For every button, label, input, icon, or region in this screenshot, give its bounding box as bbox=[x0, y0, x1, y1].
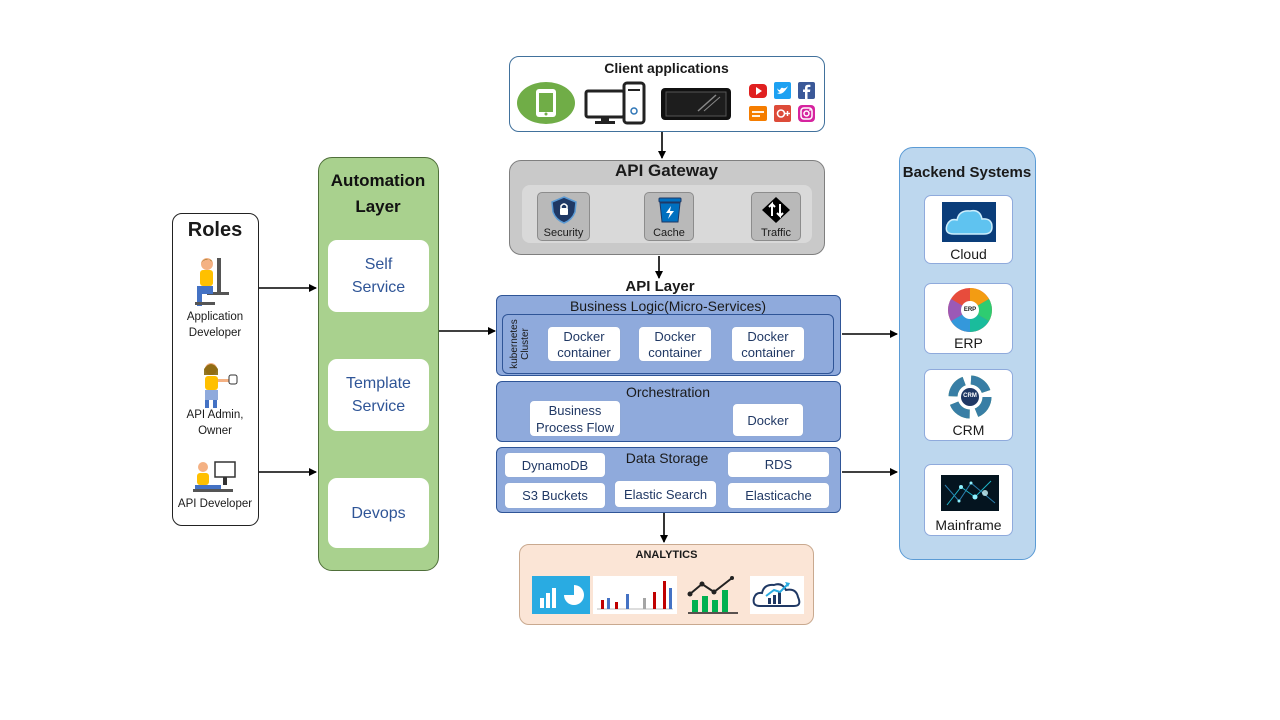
gateway-security: Security bbox=[537, 192, 590, 241]
docker-container-2-line2: container bbox=[648, 345, 702, 360]
analytics-title: ANALYTICS bbox=[635, 549, 698, 561]
api-layer-title: API Layer bbox=[625, 277, 695, 295]
docker-container-2: Docker container bbox=[638, 326, 712, 362]
erp-badge: ERP bbox=[963, 307, 977, 313]
pie-chart-icon bbox=[532, 576, 590, 614]
data-storage-panel: Data Storage DynamoDB RDS S3 Buckets Ela… bbox=[496, 447, 841, 513]
cluster-label: Cluster bbox=[519, 328, 531, 360]
docker-container-1: Docker container bbox=[547, 326, 621, 362]
client-title: Client applications bbox=[604, 60, 729, 76]
analytics-panel: ANALYTICS bbox=[519, 544, 814, 625]
growth-chart-icon bbox=[687, 576, 738, 614]
security-shield-icon bbox=[551, 196, 577, 224]
backend-systems-panel: Backend Systems Cloud ERP ERP CRM CRM bbox=[899, 147, 1036, 560]
traffic-icon bbox=[762, 197, 790, 223]
erp-icon bbox=[948, 288, 992, 332]
crm-icon bbox=[948, 375, 992, 419]
orchestration-panel: Orchestration Business Process Flow Dock… bbox=[496, 381, 841, 442]
docker-container-3-line2: container bbox=[741, 345, 795, 360]
s3-buckets-box: S3 Buckets bbox=[504, 482, 606, 509]
business-process-flow-box: Business Process Flow bbox=[529, 400, 621, 437]
blogger-icon bbox=[749, 106, 767, 121]
facebook-icon bbox=[798, 82, 815, 99]
devops-box: Devops bbox=[328, 478, 429, 548]
template-service-line2: Service bbox=[351, 398, 406, 415]
docker-container-3: Docker container bbox=[731, 326, 805, 362]
api-admin-icon bbox=[204, 363, 238, 408]
roles-panel: Roles Application Developer API Admin, O… bbox=[172, 213, 259, 526]
template-service-line1: Template bbox=[346, 375, 411, 392]
backend-cloud: Cloud bbox=[924, 195, 1013, 264]
role-label-owner: Owner bbox=[198, 425, 232, 437]
role-label-developer: Developer bbox=[188, 327, 242, 339]
cloud-analytics-icon bbox=[750, 576, 804, 614]
bpf-line2: Process Flow bbox=[535, 420, 615, 435]
data-storage-title: Data Storage bbox=[625, 450, 709, 466]
cloud-icon bbox=[942, 202, 996, 242]
bpf-line1: Business bbox=[548, 403, 602, 418]
gateway-title: API Gateway bbox=[615, 161, 718, 180]
orchestration-docker-box: Docker bbox=[732, 403, 804, 437]
mainframe-label: Mainframe bbox=[935, 517, 1002, 533]
business-logic-title: Business Logic(Micro-Services) bbox=[569, 297, 767, 314]
backend-crm: CRM CRM bbox=[924, 369, 1013, 441]
rds-box: RDS bbox=[727, 451, 830, 478]
tablet-icon bbox=[661, 88, 731, 120]
api-gateway-panel: API Gateway Security Cache Traffic bbox=[509, 160, 825, 255]
instagram-icon bbox=[798, 105, 815, 122]
orchestration-title: Orchestration bbox=[625, 384, 711, 400]
client-applications-panel: Client applications bbox=[509, 56, 825, 132]
automation-title-line2: Layer bbox=[355, 197, 401, 216]
social-icons-grid bbox=[749, 81, 817, 123]
automation-title-line1: Automation bbox=[330, 171, 426, 190]
backend-erp: ERP ERP bbox=[924, 283, 1013, 354]
gateway-traffic: Traffic bbox=[751, 192, 801, 241]
kubernetes-cluster: kubernetes Cluster bbox=[502, 314, 834, 374]
self-service-line1: Self bbox=[364, 256, 393, 273]
docker-container-1-line2: container bbox=[557, 345, 611, 360]
cache-icon bbox=[658, 197, 682, 223]
desktop-computer-icon bbox=[584, 81, 646, 125]
mainframe-icon bbox=[941, 475, 999, 511]
google-plus-icon bbox=[774, 105, 791, 122]
bar-chart-icon bbox=[593, 576, 677, 614]
self-service-box: Self Service bbox=[328, 240, 429, 312]
elastic-search-box: Elastic Search bbox=[614, 480, 717, 508]
role-label-api-developer: API Developer bbox=[177, 498, 253, 510]
crm-badge: CRM bbox=[963, 393, 977, 399]
docker-container-3-line1: Docker bbox=[747, 329, 789, 344]
automation-layer: Automation Layer Self Service Template S… bbox=[318, 157, 439, 571]
role-label-api-admin: API Admin, bbox=[186, 409, 244, 421]
cloud-label: Cloud bbox=[950, 246, 987, 262]
template-service-box: Template Service bbox=[328, 359, 429, 431]
roles-title: Roles bbox=[187, 218, 243, 241]
docker-container-1-line1: Docker bbox=[563, 329, 605, 344]
cache-label: Cache bbox=[653, 227, 685, 239]
twitter-icon bbox=[774, 82, 791, 99]
security-label: Security bbox=[543, 227, 584, 239]
crm-label: CRM bbox=[952, 422, 985, 438]
docker-container-2-line1: Docker bbox=[654, 329, 696, 344]
mobile-phone-icon bbox=[517, 82, 575, 124]
gateway-cache: Cache bbox=[644, 192, 694, 241]
role-label-application: Application bbox=[186, 311, 244, 323]
application-developer-icon bbox=[195, 258, 229, 306]
erp-label: ERP bbox=[954, 335, 983, 351]
backend-mainframe: Mainframe bbox=[924, 464, 1013, 536]
elasticache-box: Elasticache bbox=[727, 482, 830, 509]
self-service-line2: Service bbox=[351, 279, 406, 296]
api-developer-icon bbox=[193, 461, 236, 492]
backend-title: Backend Systems bbox=[902, 163, 1032, 181]
dynamodb-box: DynamoDB bbox=[504, 452, 606, 478]
youtube-icon bbox=[749, 84, 767, 98]
traffic-label: Traffic bbox=[761, 227, 791, 239]
